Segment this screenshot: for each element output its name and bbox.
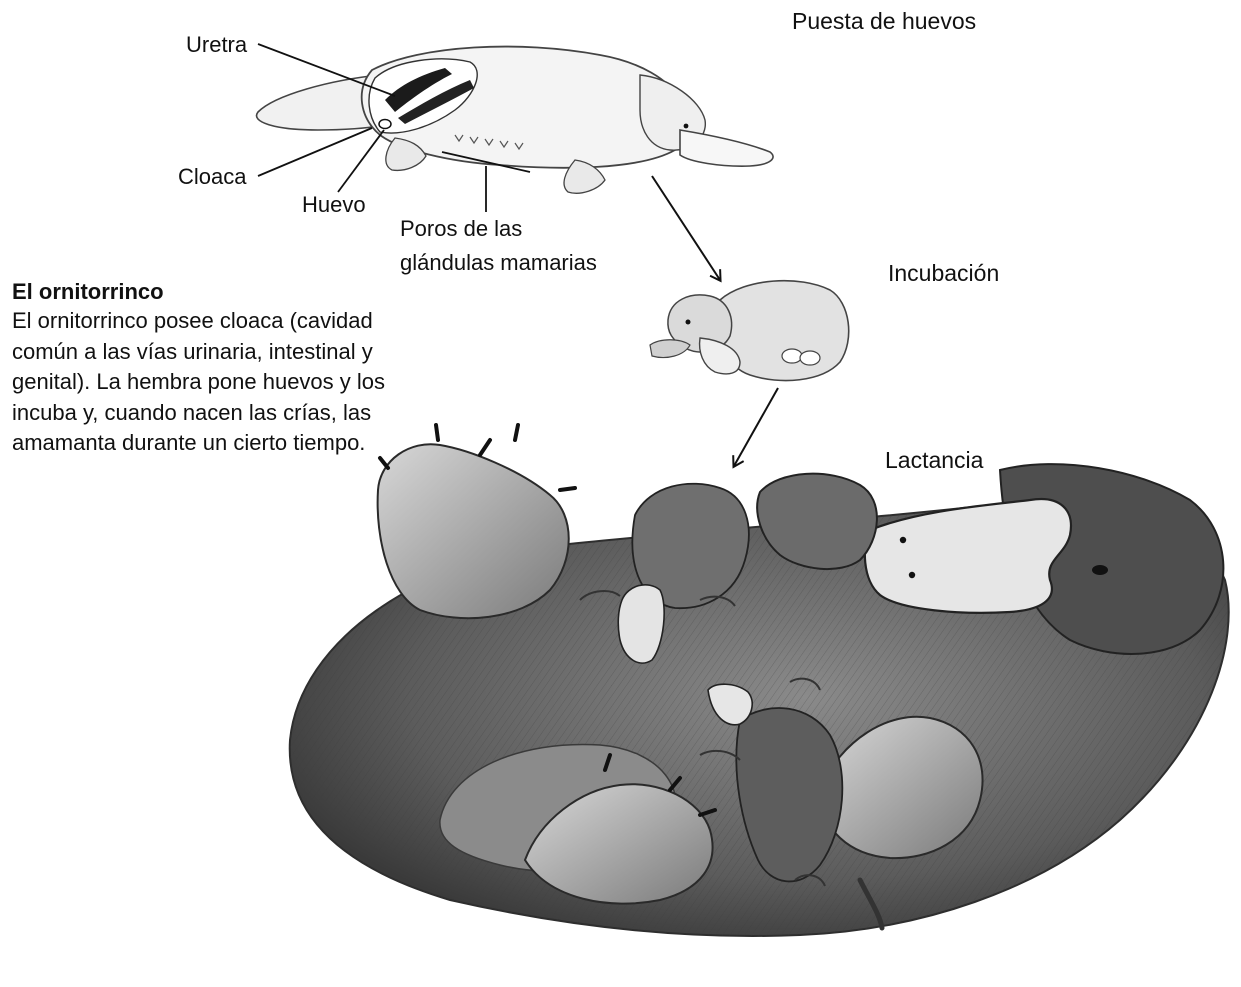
label-pores-line1: Poros de las [400,216,522,242]
stage-label-lactation: Lactancia [885,447,983,473]
arrow-incubation-to-lactation [734,388,778,466]
egg-shape [379,120,391,129]
laying-platypus-drawing [257,47,774,194]
mother-nostril-right [909,572,915,578]
young-upper-bill [618,585,664,663]
arrow-laying-to-incubation [652,176,720,280]
incubating-platypus-eye [686,320,691,325]
info-body: El ornitorrinco posee cloaca (cavidad co… [12,306,442,459]
incubating-platypus-drawing [650,281,849,381]
label-cloaca: Cloaca [178,164,246,190]
mother-upper-left-foot [378,444,569,618]
label-egg: Huevo [302,192,366,218]
stage-label-laying: Puesta de huevos [792,8,976,34]
mother-nostril-left [900,537,906,543]
laying-platypus-bill [680,130,773,166]
label-urethra: Uretra [186,32,247,58]
stage-label-incubation: Incubación [888,260,999,286]
mother-eye [1092,565,1108,575]
info-box: El ornitorrinco El ornitorrinco posee cl… [12,278,452,459]
label-pores-line2: glándulas mamarias [400,250,597,276]
incubating-platypus-foot [650,340,690,358]
laying-platypus-eye [684,124,689,129]
info-title: El ornitorrinco [12,278,452,306]
